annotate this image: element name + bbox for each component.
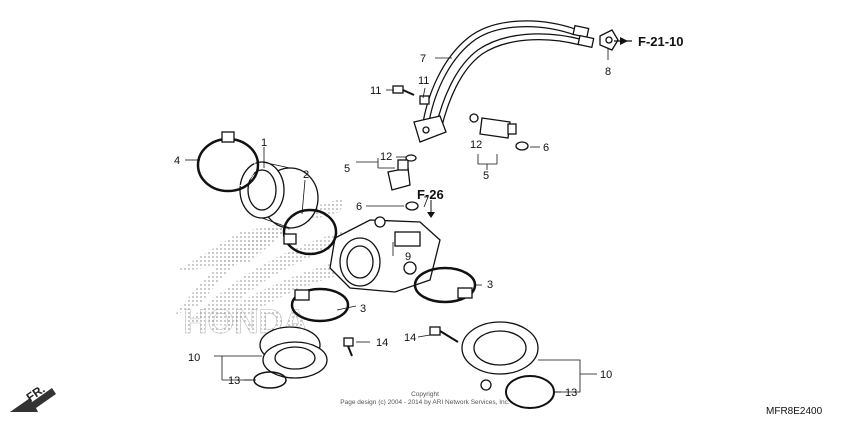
throttle-cables	[413, 20, 595, 143]
bolts-14	[343, 326, 459, 357]
band-part-2	[282, 208, 338, 256]
callout-3-right: 3	[487, 279, 493, 291]
leader-lines	[185, 48, 609, 393]
callout-11-left: 11	[370, 85, 381, 97]
band-part-4	[196, 131, 260, 193]
bolts-11	[392, 85, 430, 105]
drawing-code: MFR8E2400	[766, 406, 823, 417]
insulator-right	[461, 321, 555, 409]
throttle-body	[329, 216, 441, 293]
callout-11-top: 11	[418, 75, 429, 87]
callout-6-left: 6	[356, 201, 362, 213]
callout-9: 9	[405, 251, 411, 263]
callout-4: 4	[174, 155, 180, 167]
callout-10-right: 10	[600, 369, 612, 381]
reference-f21-label: F-21-10	[638, 34, 684, 49]
reference-arrow-f21	[614, 37, 632, 45]
callout-6-right: 6	[543, 142, 549, 154]
callout-12-left: 12	[380, 151, 392, 163]
callout-13-right: 13	[565, 387, 577, 399]
copyright-line-2: Page design (c) 2004 - 2014 by ARI Netwo…	[340, 399, 510, 406]
reference-arrow-f26	[427, 200, 435, 218]
copyright-line-1: Copyright	[411, 391, 439, 398]
callout-14-left: 14	[404, 332, 416, 344]
callout-5-right: 5	[483, 170, 489, 182]
callout-13-left: 13	[228, 375, 240, 387]
callout-1: 1	[261, 137, 267, 149]
injector-left	[387, 154, 419, 211]
callout-12-right: 12	[470, 139, 482, 151]
callout-2: 2	[303, 169, 309, 181]
callout-7: 7	[420, 53, 426, 65]
reference-f26-label: F-26	[417, 187, 444, 202]
band-part-3-right	[413, 266, 477, 304]
connecting-boot-part	[239, 161, 319, 229]
callout-14-right: 14	[376, 337, 388, 349]
insulator-left	[253, 326, 328, 389]
callout-5-left: 5	[344, 163, 350, 175]
callout-8: 8	[605, 66, 611, 78]
band-part-3-left	[290, 287, 350, 323]
callout-3-left: 3	[360, 303, 366, 315]
injector-right	[469, 113, 529, 151]
callout-10-left: 10	[188, 352, 200, 364]
front-direction-arrow	[10, 388, 56, 412]
wing-nut-part	[599, 29, 619, 51]
